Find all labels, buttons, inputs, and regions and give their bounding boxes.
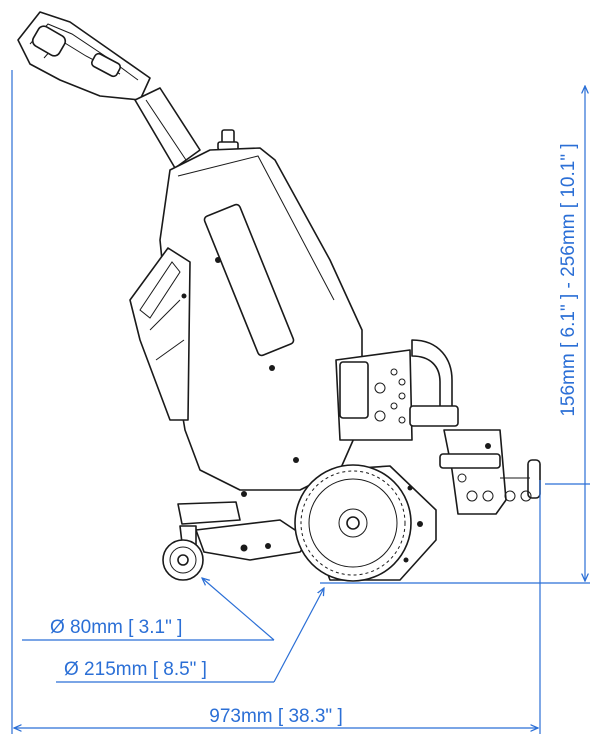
dimension-annotations: 973mm [ 38.3" ] 156mm [ 6.1" ] - 256mm [… (11, 70, 590, 734)
tiller-handle (17, 11, 151, 101)
lower-chassis (177, 491, 311, 561)
caster-wheel (162, 525, 204, 581)
hitch-assembly (439, 429, 541, 515)
overall-length-label: 973mm [ 38.3" ] (209, 706, 342, 727)
tug-machine-illustration (17, 11, 541, 582)
drive-coupling-bracket (335, 339, 459, 441)
key-switch-icon (217, 129, 239, 151)
large-wheel-leader (273, 588, 324, 683)
small-wheel-diameter-label: Ø 80mm [ 3.1" ] (50, 617, 182, 638)
battery-pack (129, 247, 191, 421)
tiller-arm (134, 87, 201, 169)
main-body-housing (159, 147, 363, 491)
height-range-label: 156mm [ 6.1" ] - 256mm [ 10.1" ] (558, 143, 579, 416)
drive-wheel (294, 464, 437, 582)
large-wheel-diameter-label: Ø 215mm [ 8.5" ] (64, 659, 207, 680)
small-wheel-leader (202, 578, 275, 641)
